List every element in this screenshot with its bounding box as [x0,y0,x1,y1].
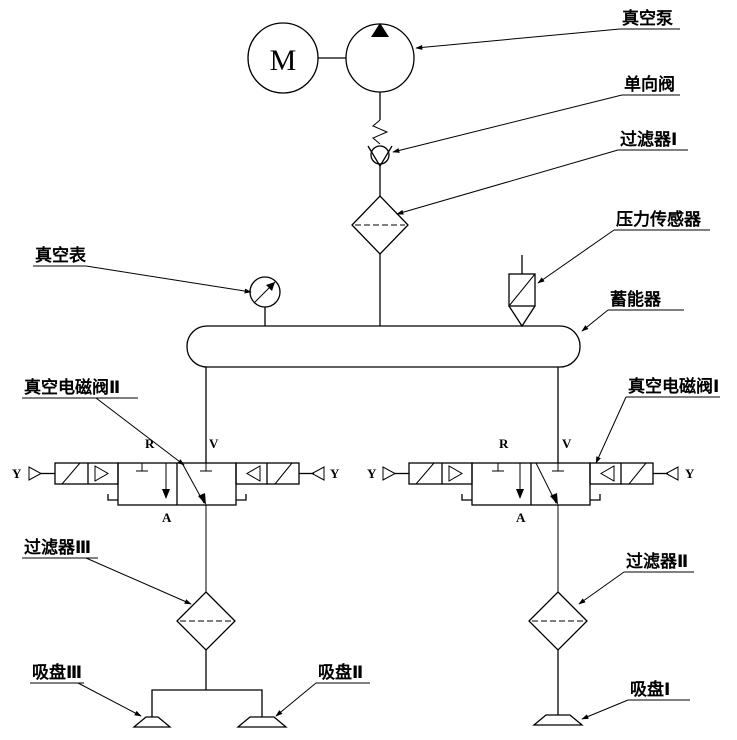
port-y-right-inner: Y [367,466,377,481]
pressure-sensor-symbol [508,255,536,328]
accumulator-symbol [186,325,581,368]
sucker-1-symbol [532,714,584,726]
label-filter-2: 过滤器Ⅱ [626,551,688,572]
label-pressure-sensor: 压力传感器 [616,209,702,230]
check-valve-symbol [367,119,393,168]
pipe-left-branch [151,689,263,717]
label-check-valve: 单向阀 [624,74,675,95]
filter-3-symbol [176,591,236,651]
label-sucker-3: 吸盘Ⅲ [32,662,82,683]
label-accumulator: 蓄能器 [610,289,662,310]
label-sucker-1: 吸盘Ⅰ [630,679,670,700]
label-filter-1: 过滤器Ⅰ [620,129,677,150]
label-filter-3: 过滤器Ⅲ [24,537,91,558]
label-solenoid-valve-2: 真空电磁阀Ⅱ [24,377,120,398]
filter-2-symbol [528,591,588,651]
label-underlines [22,28,720,701]
vacuum-gauge-symbol [249,276,281,326]
port-a-right: A [516,510,526,525]
port-y-left-inner: Y [330,466,340,481]
port-a-left: A [162,510,172,525]
port-r-left: R [145,436,155,451]
vacuum-pump-symbol [345,23,415,93]
port-r-right: R [499,436,509,451]
port-y-right-outer: Y [685,466,695,481]
solenoid-valve-1-symbol [382,462,679,506]
motor-letter: M [270,44,297,77]
sucker-2-symbol [236,716,288,728]
sucker-3-symbol [132,716,172,728]
port-v-right: V [562,436,572,451]
port-y-left-outer: Y [12,466,22,481]
label-sucker-2: 吸盘Ⅱ [318,662,363,683]
leader-lines [77,28,629,720]
label-solenoid-valve-1: 真空电磁阀Ⅰ [628,376,719,397]
motor: M [247,22,319,94]
label-vacuum-pump: 真空泵 [622,8,673,29]
port-v-left: V [209,436,219,451]
label-vacuum-gauge: 真空表 [35,245,87,266]
filter-1-symbol [351,195,409,255]
solenoid-valve-2-symbol [28,462,325,506]
